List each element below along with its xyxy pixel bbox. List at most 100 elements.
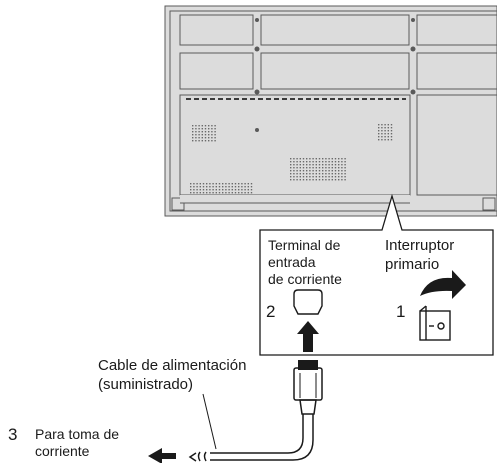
vent-dot — [198, 137, 200, 139]
cable-label-line1: Cable de alimentación — [98, 357, 247, 374]
vent-dot — [318, 176, 321, 178]
vent-dot — [390, 124, 393, 126]
vent-dot — [238, 183, 240, 185]
vent-dot — [215, 183, 217, 185]
vent-dot — [299, 173, 301, 175]
vent-dot — [247, 186, 249, 188]
vent-dot — [384, 124, 386, 126]
vent-dot — [206, 186, 208, 188]
vent-dot — [328, 161, 330, 163]
vent-dot — [325, 161, 327, 163]
vent-dot — [344, 164, 346, 166]
terminal-label-line3: de corriente — [268, 271, 342, 287]
vent-dot — [334, 179, 337, 181]
power-plug-icon — [293, 360, 323, 415]
vent-dot — [195, 125, 197, 127]
vent-dot — [192, 125, 194, 127]
vent-dot — [302, 173, 305, 175]
vent-dot — [293, 164, 295, 166]
vent-dot — [193, 186, 195, 188]
vent-dot — [299, 179, 301, 181]
vent-dot — [306, 167, 308, 169]
vent-dot — [238, 192, 240, 194]
vent-dot — [209, 186, 211, 188]
vent-dot — [214, 128, 216, 130]
vent-dot — [338, 170, 340, 172]
vent-dot — [306, 170, 308, 172]
vent-dot — [306, 173, 308, 175]
vent-dot — [215, 192, 217, 194]
vent-dot — [344, 167, 346, 169]
vent-dot — [331, 158, 333, 160]
vent-dot — [318, 164, 321, 166]
vent-dot — [341, 158, 343, 160]
vent-dot — [318, 173, 321, 175]
vent-dot — [244, 189, 246, 191]
vent-dot — [381, 127, 383, 129]
vent-dot — [212, 186, 214, 188]
vent-dot — [209, 183, 211, 185]
vent-dot — [384, 130, 386, 132]
vent-dot — [341, 161, 343, 163]
vent-dot — [334, 176, 337, 178]
vent-dot — [231, 189, 233, 191]
vent-dot — [387, 136, 389, 138]
vent-dot — [381, 139, 383, 141]
vent-dot — [378, 136, 380, 138]
vent-dot — [315, 170, 317, 172]
vent-dot — [212, 189, 214, 191]
vent-dot — [241, 192, 243, 194]
vent-dot — [331, 161, 333, 163]
vent-dot — [381, 124, 383, 126]
vent-dot — [209, 189, 211, 191]
callout-box — [259, 193, 494, 356]
vent-dot — [328, 173, 330, 175]
vent-dot — [341, 170, 343, 172]
vent-dot — [293, 173, 295, 175]
vent-dot — [190, 183, 192, 185]
vent-dot — [299, 167, 301, 169]
vent-dot — [212, 183, 214, 185]
vent-dot — [241, 189, 243, 191]
vent-dot — [199, 189, 201, 191]
vent-dot — [328, 176, 330, 178]
vent-dot — [293, 170, 295, 172]
vent-dot — [228, 183, 230, 185]
vent-dot — [209, 192, 211, 194]
switch-label-line2: primario — [385, 256, 440, 273]
vent-dot — [208, 134, 210, 136]
vent-dot — [302, 176, 305, 178]
vent-dot — [231, 192, 233, 194]
vent-dot — [331, 179, 333, 181]
vent-dot — [247, 189, 249, 191]
vent-dot — [244, 192, 246, 194]
vent-dot — [341, 179, 343, 181]
vent-dot — [241, 186, 243, 188]
vent-dot — [312, 158, 314, 160]
vent-dot — [387, 127, 389, 129]
panel-mid-3 — [416, 52, 497, 90]
vent-dot — [206, 183, 208, 185]
vent-dot — [222, 192, 224, 194]
vent-dot — [296, 173, 298, 175]
vent-dot — [290, 179, 292, 181]
vent-dot — [202, 183, 205, 185]
vent-dot — [204, 134, 207, 136]
vent-dot — [309, 176, 311, 178]
vent-dot — [309, 161, 311, 163]
vent-dot — [390, 136, 393, 138]
vent-dot — [312, 167, 314, 169]
vent-dot — [302, 167, 305, 169]
vent-dot — [331, 170, 333, 172]
vent-dot — [218, 183, 221, 185]
vent-dot — [244, 186, 246, 188]
vent-dot — [208, 128, 210, 130]
vent-dot — [306, 176, 308, 178]
vent-dot — [390, 139, 393, 141]
vent-dot — [309, 173, 311, 175]
vent-dot — [341, 164, 343, 166]
step-1-number: 1 — [396, 302, 406, 321]
vent-dot — [312, 170, 314, 172]
vent-dot — [214, 137, 216, 139]
vent-dot — [315, 173, 317, 175]
